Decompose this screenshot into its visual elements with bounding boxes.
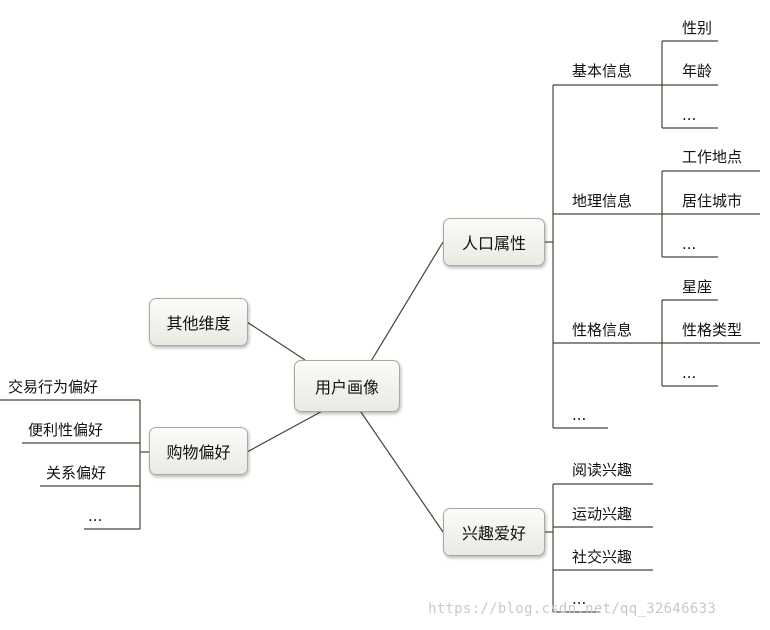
- leaf-ellipsis[interactable]: ...: [682, 235, 697, 253]
- label-personality-info[interactable]: 性格信息: [572, 321, 633, 339]
- leaf-ellipsis[interactable]: ...: [682, 364, 697, 382]
- leaf-personality-type[interactable]: 性格类型: [682, 321, 743, 339]
- root-label: 用户画像: [314, 378, 379, 397]
- node-other-dimensions[interactable]: 其他维度: [149, 298, 248, 346]
- leaf-social-interest[interactable]: 社交兴趣: [572, 548, 633, 566]
- watermark: https://blog.csdn.net/qq_32646633: [428, 601, 717, 617]
- leaf-relationship-preference[interactable]: 关系偏好: [46, 464, 107, 482]
- leaf-ellipsis[interactable]: ...: [88, 507, 103, 525]
- label-demographics-more[interactable]: ...: [572, 406, 587, 424]
- leaf-ellipsis[interactable]: ...: [572, 590, 587, 608]
- leaf-sports-interest[interactable]: 运动兴趣: [572, 505, 633, 523]
- label-basic-info[interactable]: 基本信息: [572, 62, 633, 80]
- leaf-ellipsis[interactable]: ...: [682, 106, 697, 124]
- leaf-zodiac[interactable]: 星座: [682, 278, 713, 296]
- node-label: 其他维度: [166, 314, 231, 333]
- node-interests[interactable]: 兴趣爱好: [443, 508, 545, 556]
- leaf-residence-city[interactable]: 居住城市: [682, 192, 743, 210]
- leaf-transaction-preference[interactable]: 交易行为偏好: [8, 378, 99, 396]
- node-shopping-preference[interactable]: 购物偏好: [149, 427, 248, 475]
- leaf-reading-interest[interactable]: 阅读兴趣: [572, 461, 633, 479]
- node-demographics[interactable]: 人口属性: [443, 218, 545, 266]
- leaf-convenience-preference[interactable]: 便利性偏好: [28, 421, 104, 439]
- node-label: 人口属性: [461, 234, 526, 253]
- node-label: 兴趣爱好: [461, 524, 526, 543]
- leaf-age[interactable]: 年龄: [682, 62, 713, 80]
- label-geo-info[interactable]: 地理信息: [572, 192, 633, 210]
- node-label: 购物偏好: [166, 443, 231, 462]
- leaf-work-location[interactable]: 工作地点: [682, 148, 743, 166]
- leaf-gender[interactable]: 性别: [682, 19, 713, 37]
- node-root-user-profile[interactable]: 用户画像: [294, 360, 400, 412]
